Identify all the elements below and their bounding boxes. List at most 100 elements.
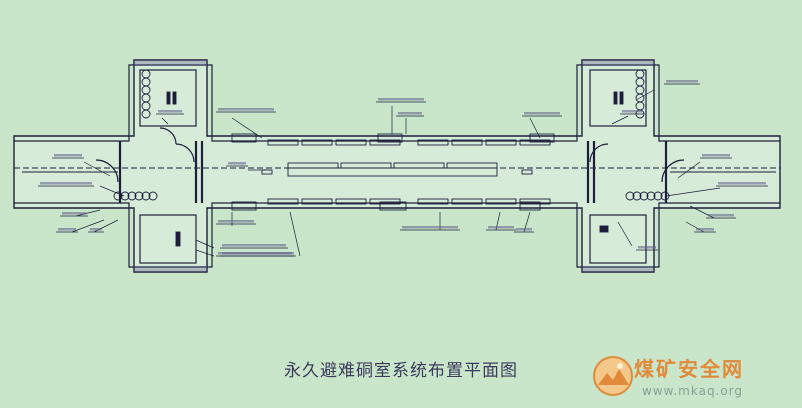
callout-text-mark-3 <box>524 112 560 115</box>
watermark-title: 煤矿安全网 <box>634 357 744 381</box>
bench-top-a-3 <box>369 139 401 146</box>
bench-bottom-b-2 <box>485 198 517 205</box>
bench-top-a-2 <box>335 139 367 146</box>
plan-equipment <box>14 69 780 247</box>
equipment-box-1 <box>377 133 403 143</box>
equipment-box-5 <box>519 201 541 211</box>
watermark-url: www.mkaq.org <box>642 384 744 398</box>
bench-bottom-b-1 <box>451 198 483 205</box>
cylinder-right-row-2 <box>639 191 649 201</box>
callout-text-mark-4 <box>228 162 246 165</box>
side-room-1 <box>589 69 647 127</box>
leader-11 <box>99 185 125 197</box>
callout-text-mark-14 <box>90 228 102 231</box>
leader-24 <box>195 249 215 257</box>
mine-logo-icon <box>593 356 633 396</box>
bench-top-b-3 <box>519 139 551 146</box>
leader-20 <box>635 89 655 101</box>
leader-16 <box>665 187 721 197</box>
leader-12 <box>75 209 101 217</box>
door-swing-2 <box>661 159 685 183</box>
callout-text-mark-15 <box>702 154 730 157</box>
bench-bottom-b-3 <box>519 198 551 205</box>
side-room-0 <box>139 69 197 127</box>
bench-top-a-1 <box>301 139 333 146</box>
leader-23 <box>195 239 215 249</box>
inner-wall-top <box>14 64 780 142</box>
bench-bottom-a-2 <box>335 198 367 205</box>
callout-text-mark-9 <box>516 228 532 231</box>
outer-wall <box>13 59 781 273</box>
fixture-2 <box>613 91 618 105</box>
drawing-title: 永久避难硐室系统布置平面图 <box>284 361 518 381</box>
equipment-box-7 <box>521 169 533 175</box>
wall-hatch-3 <box>582 266 654 272</box>
door-swing-0 <box>95 159 119 183</box>
bench-top-a-0 <box>267 139 299 146</box>
leader-6 <box>289 211 301 257</box>
equipment-box-3 <box>231 201 257 211</box>
equipment-box-6 <box>261 169 273 175</box>
callout-text-mark-21 <box>622 110 642 113</box>
callout-text-mark-17 <box>708 214 734 217</box>
cylinder-right-row-4 <box>653 191 663 201</box>
equipment-box-4 <box>379 201 407 211</box>
bench-bottom-a-1 <box>301 198 333 205</box>
wall-hatch-2 <box>134 266 207 272</box>
fixture-0 <box>166 91 171 105</box>
cylinder-right-row-5 <box>660 191 670 201</box>
callout-text-mark-8 <box>488 226 514 229</box>
bench-top-b-1 <box>451 139 483 146</box>
cylinder-left-row-0 <box>113 191 123 201</box>
plan-walls <box>13 59 781 273</box>
leader-22 <box>161 117 169 125</box>
leader-10 <box>83 161 111 177</box>
callout-text-mark-10 <box>54 154 82 157</box>
callout-text-mark-2 <box>398 112 422 115</box>
callout-text-mark-22 <box>158 110 182 113</box>
callout-text-mark-20 <box>666 80 698 83</box>
leader-15 <box>677 161 701 179</box>
cylinder-right-row-1 <box>632 191 642 201</box>
callout-text-mark-23 <box>222 244 286 247</box>
callout-text-mark-0 <box>218 108 274 111</box>
leader-21 <box>611 115 629 125</box>
cylinder-left-row-4 <box>141 191 151 201</box>
callout-text-mark-24 <box>222 252 292 255</box>
fixture-4 <box>175 231 181 247</box>
cylinder-left-row-1 <box>120 191 130 201</box>
wall-hatch-1 <box>582 60 654 66</box>
bench-top-b-2 <box>485 139 517 146</box>
callout-text-mark-11 <box>40 182 92 185</box>
callout-text-mark-19 <box>638 246 656 249</box>
cylinder-left-5 <box>141 109 151 119</box>
fixture-1 <box>172 91 177 105</box>
fixture-3 <box>619 91 624 105</box>
leader-0 <box>231 117 263 139</box>
equipment-box-0 <box>231 133 257 143</box>
callout-text-mark-1 <box>378 98 424 101</box>
callout-text-mark-13 <box>58 228 76 231</box>
cylinder-right-row-0 <box>625 191 635 201</box>
leader-13 <box>71 219 105 233</box>
door-swing-3 <box>589 143 609 163</box>
cylinder-left-row-5 <box>148 191 158 201</box>
bench-top-b-0 <box>417 139 449 146</box>
callout-text-mark-7 <box>402 226 458 229</box>
bench-bottom-b-0 <box>417 198 449 205</box>
cylinder-left-row-3 <box>134 191 144 201</box>
bench-bottom-a-0 <box>267 198 299 205</box>
inner-wall-bottom <box>14 202 780 268</box>
callout-text-mark-16 <box>718 182 766 185</box>
plan-callouts <box>38 80 768 257</box>
wall-hatch-0 <box>134 60 207 66</box>
bench-bottom-a-3 <box>369 198 401 205</box>
side-room-2 <box>139 214 197 264</box>
equipment-box-2 <box>529 133 555 143</box>
door-swing-1 <box>175 143 195 163</box>
door-swing-4 <box>159 127 177 145</box>
cylinder-left-row-2 <box>127 191 137 201</box>
side-room-3 <box>589 214 647 264</box>
callout-text-mark-18 <box>696 228 714 231</box>
